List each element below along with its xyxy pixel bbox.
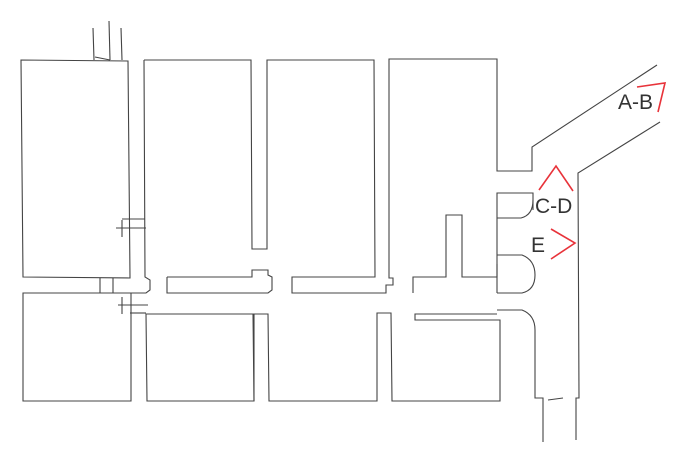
section-marker-cd xyxy=(538,164,574,192)
door-2 xyxy=(497,254,536,294)
label-e: E xyxy=(531,234,545,257)
east-wall xyxy=(496,192,534,293)
room-2-left-wall xyxy=(130,59,151,294)
room-bottom-left xyxy=(22,292,132,402)
corridor-connector-left xyxy=(99,218,148,314)
label-ab: A-B xyxy=(618,91,653,114)
corridor-divider-1 xyxy=(166,269,273,294)
room-4-partition xyxy=(412,214,498,293)
label-cd: C-D xyxy=(535,195,572,218)
corridor-mark xyxy=(547,397,564,401)
room-2-upper xyxy=(144,58,658,294)
room-3-lower xyxy=(253,312,501,402)
door-1 xyxy=(497,199,534,219)
room-2-lower xyxy=(145,313,255,402)
door-3 xyxy=(497,309,544,442)
corridor-right-wall xyxy=(575,121,661,440)
room-top-left xyxy=(20,59,131,279)
section-marker-ab xyxy=(636,82,667,113)
section-marker-e xyxy=(550,228,577,260)
top-left-stub xyxy=(92,20,123,61)
